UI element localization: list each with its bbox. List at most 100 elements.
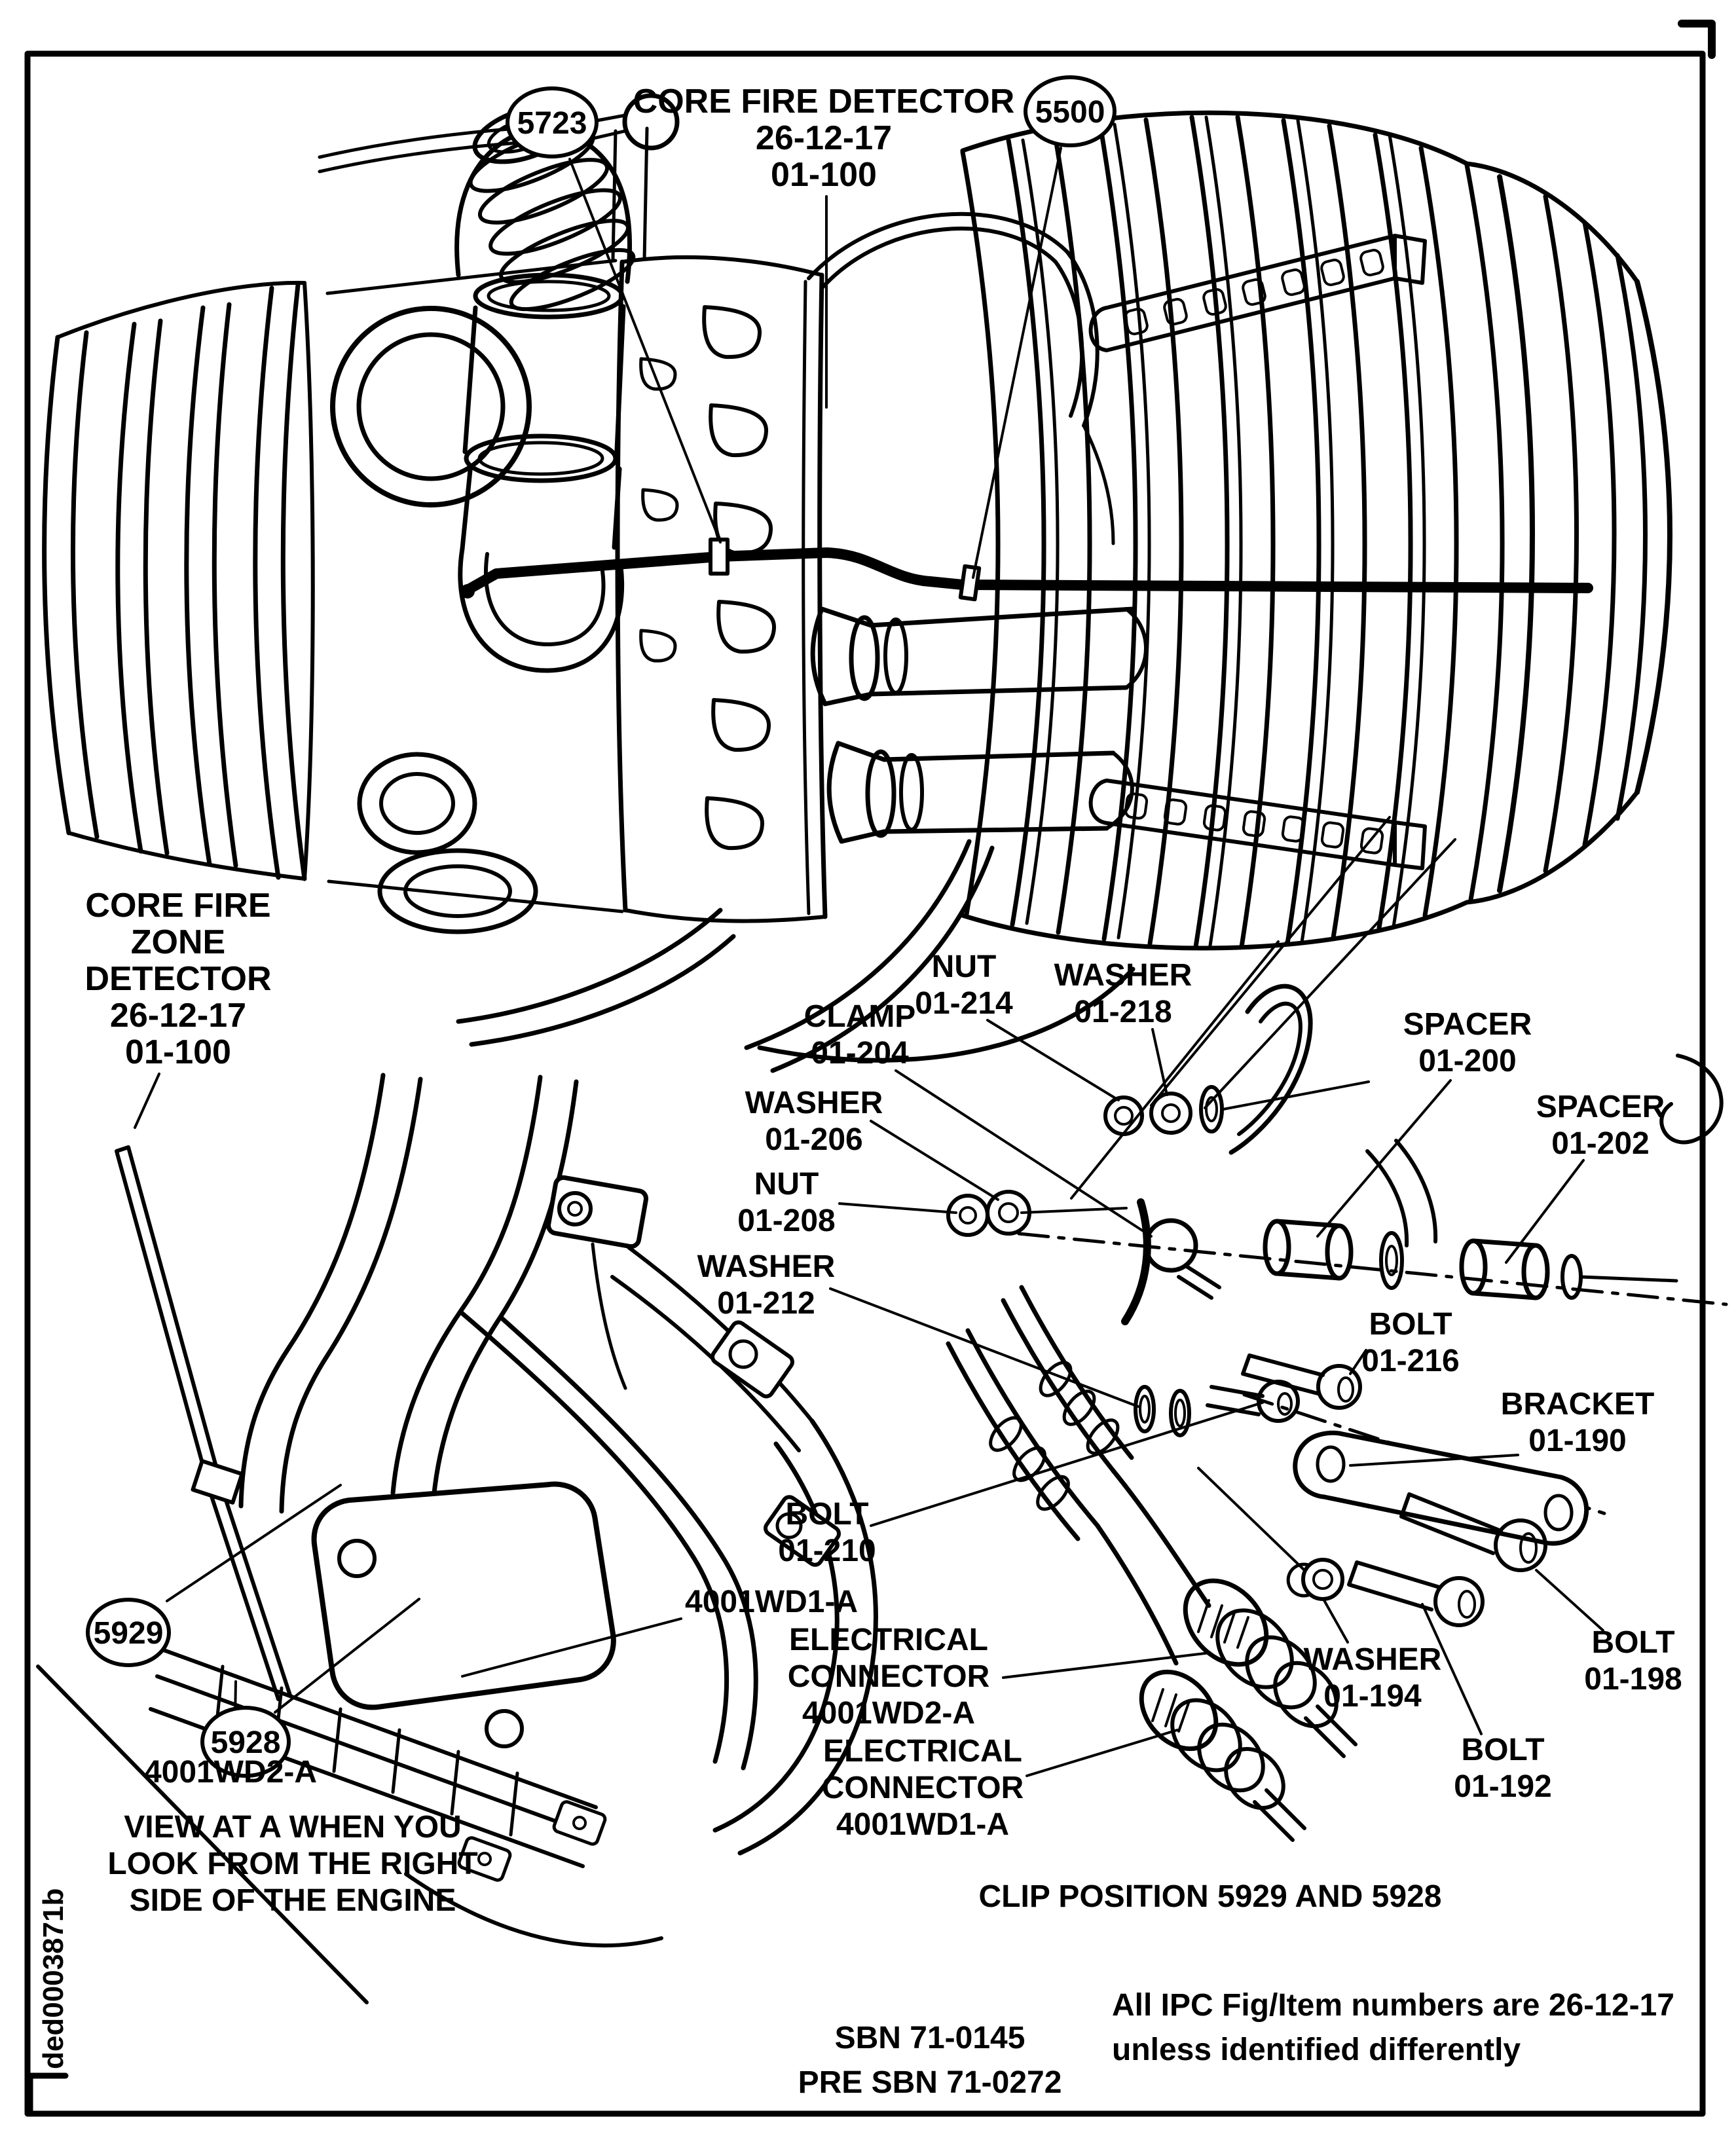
part-label-bolt-210-name: BOLT	[785, 1497, 868, 1532]
callout-ovals: 5723 5500 5929 5928	[86, 75, 1117, 1778]
part-label-bolt-216-number: 01-216	[1361, 1344, 1459, 1378]
leader-5929	[166, 1484, 342, 1602]
callout-5928-oval	[200, 1706, 291, 1778]
part-label-bolt-198-number: 01-198	[1584, 1662, 1682, 1697]
corner-mark-bottom-left	[27, 2072, 69, 2116]
note-sbn-line1: SBN 71-0145	[835, 2021, 1025, 2055]
part-label-nut-214-number: 01-214	[915, 986, 1013, 1021]
part-label-washer-206-number: 01-206	[765, 1122, 862, 1157]
leader-elec-conn-wd1	[1025, 1729, 1179, 1777]
upper-strap	[1088, 234, 1427, 352]
part-label-bolt-198-name: BOLT	[1591, 1625, 1674, 1660]
label-elec-conn-wd2-line2: CONNECTOR	[788, 1659, 989, 1694]
exploded-view-art	[946, 816, 1728, 1842]
note-ipc-line1: All IPC Fig/Item numbers are 26-12-17	[1112, 1988, 1674, 2023]
callout-5928-text: 5928	[211, 1725, 281, 1760]
leader-5723	[568, 158, 722, 543]
part-label-clamp-204-name: CLAMP	[804, 999, 916, 1034]
leader-5500	[972, 147, 1062, 579]
part-label-washer-206-name: WASHER	[745, 1086, 883, 1120]
engine-line-art	[42, 93, 1672, 1073]
callout-5500-text: 5500	[1035, 95, 1105, 130]
callout-5723-text: 5723	[517, 106, 587, 141]
leader-lines	[134, 147, 1604, 1777]
leader-bolt-198	[1535, 1569, 1604, 1632]
label-elec-conn-wd2-line3: 4001WD2-A	[802, 1696, 975, 1731]
note-view-line2: LOOK FROM THE RIGHT	[107, 1847, 477, 1881]
part-label-spacer-202-number: 01-202	[1551, 1126, 1649, 1161]
leader-spacer-202	[1505, 1159, 1585, 1264]
part-label-clamp-204-number: 01-204	[811, 1036, 909, 1071]
part-label-washer-218-number: 01-218	[1074, 995, 1172, 1029]
fire-detector-element	[460, 538, 1593, 602]
spacer-202-part	[1459, 1238, 1550, 1300]
part-label-washer-212-name: WASHER	[697, 1249, 836, 1284]
note-clip-position: CLIP POSITION 5929 AND 5928	[979, 1879, 1442, 1914]
note-view-line3: SIDE OF THE ENGINE	[130, 1883, 456, 1918]
leader-4001wd1a	[461, 1617, 682, 1678]
label-elec-conn-wd1-line1: ELECTRICAL	[823, 1734, 1022, 1769]
leader-5928	[274, 1598, 420, 1714]
part-label-bolt-216-name: BOLT	[1369, 1307, 1452, 1342]
title-core-fire-detector-line3: 01-100	[771, 156, 877, 194]
label-elec-conn-wd1-line3: 4001WD1-A	[836, 1807, 1009, 1842]
callout-5723-oval	[506, 86, 599, 158]
label-elec-conn-wd1-line2: CONNECTOR	[822, 1771, 1024, 1805]
title-core-fire-detector-line1: CORE FIRE DETECTOR	[633, 83, 1015, 120]
page-frame	[24, 20, 1716, 2117]
label-zone-detector-line4: 26-12-17	[110, 997, 246, 1035]
part-label-bracket-190-number: 01-190	[1528, 1424, 1626, 1458]
leader-bolt-192	[1421, 1603, 1483, 1735]
spacer-200-part	[1263, 1219, 1354, 1281]
leader-elec-conn-wd2	[1002, 1651, 1211, 1679]
callout-5929-text: 5929	[94, 1616, 164, 1651]
electrical-connector-4001wd2a-part	[1183, 1578, 1357, 1758]
part-label-spacer-200-name: SPACER	[1403, 1007, 1532, 1042]
label-zone-detector-line5: 01-100	[125, 1033, 231, 1071]
part-label-washer-218-name: WASHER	[1054, 958, 1192, 993]
part-label-bolt-210-number: 01-210	[778, 1534, 876, 1568]
part-label-washer-194-number: 01-194	[1323, 1679, 1422, 1714]
view-direction-line	[36, 1665, 369, 2004]
part-label-spacer-202-name: SPACER	[1536, 1090, 1665, 1124]
doc-id: ded0003871b	[37, 1888, 69, 2069]
leader-washer-194	[1323, 1599, 1349, 1644]
leader-washer-218	[1151, 1028, 1168, 1096]
leader-nut-214	[986, 1019, 1120, 1101]
part-label-nut-214-name: NUT	[932, 949, 997, 984]
leader-clamp-204	[895, 1069, 1153, 1238]
detector-fitting-5723	[709, 538, 729, 576]
note-ipc-line2: unless identified differently	[1112, 2033, 1521, 2067]
note-sbn-line2: PRE SBN 71-0272	[798, 2065, 1062, 2100]
callout-5500-oval	[1024, 75, 1117, 147]
part-label-washer-194-name: WASHER	[1304, 1642, 1442, 1677]
leader-bolt-216	[1349, 1349, 1367, 1375]
part-label-bolt-192-number: 01-192	[1454, 1769, 1551, 1804]
leader-zone-detector	[134, 1073, 160, 1129]
part-label-nut-208-number: 01-208	[737, 1204, 835, 1238]
title-core-fire-detector-line2: 26-12-17	[756, 119, 892, 157]
label-4001wd1a: 4001WD1-A	[685, 1585, 858, 1619]
leader-spacer-200	[1316, 1079, 1452, 1238]
part-label-nut-208-name: NUT	[754, 1167, 819, 1202]
label-zone-detector-line1: CORE FIRE	[85, 887, 270, 925]
leader-washer-206	[870, 1120, 999, 1201]
label-elec-conn-wd2-line1: ELECTRICAL	[789, 1623, 988, 1657]
part-label-washer-212-number: 01-212	[717, 1286, 815, 1321]
detector-clamp-5500	[958, 564, 982, 602]
part-label-bolt-192-name: BOLT	[1461, 1733, 1544, 1767]
electrical-connector-4001wd1a-part	[1139, 1669, 1306, 1842]
label-4001wd2a: 4001WD2-A	[144, 1755, 317, 1790]
label-zone-detector-line3: DETECTOR	[84, 960, 271, 998]
leader-bolt-210	[870, 1401, 1264, 1527]
note-view-line1: VIEW AT A WHEN YOU	[124, 1810, 462, 1845]
bracket-part	[1293, 1430, 1589, 1546]
corner-mark-top-right	[1678, 20, 1716, 59]
lower-strap	[1088, 779, 1427, 870]
detail-view-art	[36, 1073, 878, 2004]
labels: CORE FIRE DETECTOR 26-12-17 01-100 CORE …	[37, 83, 1682, 2100]
label-zone-detector-line2: ZONE	[131, 923, 225, 961]
callout-5929-oval	[86, 1598, 171, 1667]
